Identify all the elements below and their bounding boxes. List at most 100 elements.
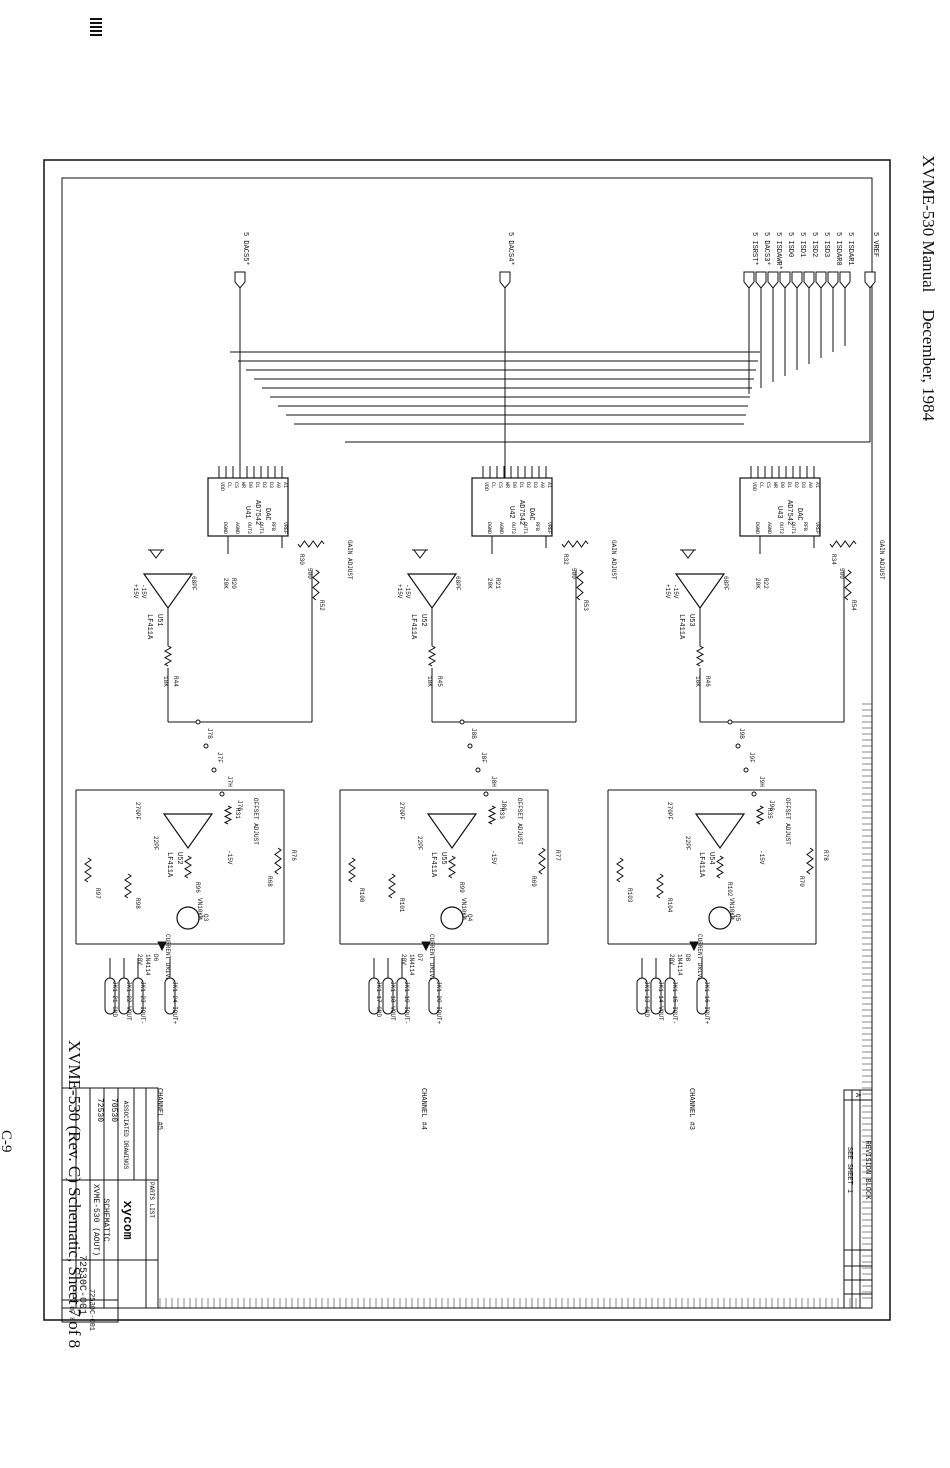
revision-desc: SEE SHEET 1	[845, 1147, 853, 1193]
resistor-zigzag	[448, 855, 456, 879]
resistor-label: R52	[318, 600, 325, 611]
value-label: 20K	[486, 578, 493, 589]
connector-label: JK1-14 VOUT	[657, 981, 664, 1021]
channel-label: CHANNEL #5	[155, 1088, 163, 1130]
resistor-zigzag	[184, 855, 192, 879]
jumper-label: J7G	[236, 800, 243, 811]
supply-label: +15V	[132, 584, 139, 599]
resistor-label: R44	[172, 676, 179, 687]
next-assy-value: 70530	[109, 1098, 118, 1122]
resistor-zigzag	[388, 873, 396, 899]
opamp-refdes: U53	[687, 614, 695, 627]
input-label: 5 ISD1	[798, 232, 806, 257]
jumper-pin	[483, 791, 489, 797]
resistor-label: R98	[134, 898, 141, 909]
input-label: 5 ISRST*	[750, 232, 758, 266]
bias-resistor	[348, 857, 356, 883]
resistor-label: R45	[436, 676, 443, 687]
resistor-label: R97	[94, 888, 101, 899]
transistor-label: Q3	[202, 914, 209, 922]
resistor-zigzag	[84, 857, 92, 883]
diode-voltage: 20V	[668, 954, 675, 965]
resistor-zigzag	[312, 569, 320, 601]
title-line1: SCHEMATIC	[101, 1198, 110, 1241]
offset-pot	[755, 805, 765, 825]
input-label: 5 DACS3*	[762, 232, 770, 266]
opamp-1	[674, 573, 726, 610]
connector-label: JK1-16 IOUT+	[703, 981, 710, 1025]
resistor-label: R20	[230, 578, 237, 589]
diode-label: D7	[416, 954, 423, 962]
supply-label: +15V	[664, 584, 671, 599]
connector-label: JK1-17 GND	[375, 981, 382, 1017]
dac-pin-in: A1	[282, 482, 288, 488]
assoc-drawings: ASSOCIATED DRAWINGS	[122, 1101, 129, 1170]
supply-label: -15V	[404, 584, 411, 599]
resistor-zigzag	[274, 847, 282, 875]
gain-label: GAIN ADJUST	[346, 540, 353, 580]
opamp-part: LF411A	[429, 852, 437, 878]
dac-pin-in: D1	[254, 482, 260, 488]
input-port	[803, 271, 815, 289]
value-label: 20K	[222, 578, 229, 589]
dac-pin-out: OUT1	[790, 522, 796, 534]
connector-label: JK1-22 VOUT	[125, 981, 132, 1021]
dac-pin-in: A0	[275, 482, 281, 488]
dac-chip	[471, 477, 553, 537]
resistor-zigzag	[348, 857, 356, 883]
jumper-label: J8H	[490, 776, 497, 787]
dac-pin-in: D0	[511, 482, 517, 488]
connector-label: JK1-18 VOUT	[389, 981, 396, 1021]
value-label: 22PF	[416, 836, 423, 851]
jumper-label: J9F	[748, 752, 755, 763]
opamp-2	[426, 813, 478, 850]
revision-title: REVISION BLOCK	[863, 1141, 871, 1201]
dac-pin-in: A1	[546, 482, 552, 488]
dac-pin-in: A0	[539, 482, 545, 488]
resistor-label: R78	[822, 850, 829, 861]
gain-resistor	[844, 569, 852, 601]
input-label: 5 ISDAR0	[834, 232, 842, 266]
value-label: 270PF	[398, 802, 405, 820]
opamp-part: LF411A	[409, 614, 417, 640]
resistor-zigzag	[163, 645, 173, 667]
resistor-zigzag	[844, 569, 852, 601]
resistor-label: R76	[290, 850, 297, 861]
inner-border	[61, 177, 873, 1309]
transistor-label: Q5	[734, 914, 741, 922]
dac-pin-out: OUT2	[246, 522, 252, 534]
opamp-2	[162, 813, 214, 850]
resistor-zigzag	[806, 847, 814, 875]
dac-pin-in: A0	[807, 482, 813, 488]
opamp-1	[142, 573, 194, 610]
jumper-pin	[195, 719, 201, 725]
dac-pin-out: VREF	[282, 522, 288, 534]
title-block: 72530 70530 ASSOCIATED DRAWINGS xycom SC…	[61, 1087, 159, 1331]
bias-resistor	[388, 873, 396, 899]
value-label: 270PF	[134, 802, 141, 820]
value-label: 500	[570, 568, 577, 579]
offset-label: OFFSET ADJUST	[252, 798, 259, 845]
driver-label: CURRENT DRIVER	[164, 934, 171, 985]
select-label: 5 DACS5*	[241, 232, 249, 266]
value-label: 68PF	[190, 576, 197, 591]
driver-label: CURRENT DRIVER	[428, 934, 435, 985]
jumper-pin	[211, 767, 217, 773]
opamp-2	[694, 813, 746, 850]
resistor-label: R70	[798, 876, 805, 887]
sheet-of: 7 OF 8	[68, 1299, 75, 1321]
value-label: 20K	[754, 578, 761, 589]
dac-pin-in: D2	[793, 482, 799, 488]
channel-label: CHANNEL #3	[687, 1088, 695, 1130]
dac-pin-in: D1	[786, 482, 792, 488]
supply-label: -15V	[140, 584, 147, 599]
gain-pot	[297, 540, 325, 548]
input-port	[755, 271, 767, 289]
dac-pin-in: D0	[779, 482, 785, 488]
resistor-label: R35	[766, 808, 773, 819]
jumper-pin	[743, 767, 749, 773]
select-port	[499, 271, 511, 289]
resistor-zigzag	[124, 873, 132, 899]
opamp-1	[406, 573, 458, 610]
offset-pot	[487, 805, 497, 825]
